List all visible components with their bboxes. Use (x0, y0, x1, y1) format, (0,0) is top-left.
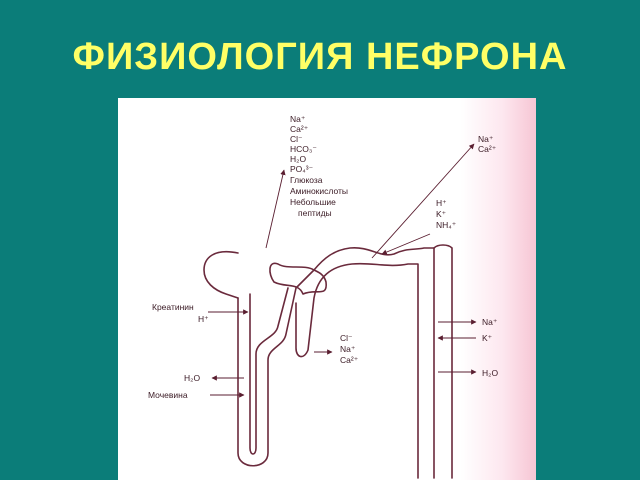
distal-reabsorption-arrow (371, 143, 475, 259)
proximal-capsule (203, 251, 239, 299)
ion-label: K⁺ (436, 209, 447, 219)
ion-label: Na⁺ (478, 134, 494, 144)
ion-label: Na⁺ (482, 317, 498, 327)
ion-label: Ca²⁺ (290, 124, 309, 134)
proximal-reabsorbed-list: Na⁺ Ca²⁺ Cl⁻ HCO₃⁻ H₂O PO₄³⁻ Глюкоза Ами… (290, 114, 348, 218)
urea-label: Мочевина (148, 390, 188, 400)
proximal-tubule-outer (269, 262, 327, 295)
ion-label: Na⁺ (340, 344, 356, 354)
loop-of-henle-outer (237, 269, 315, 467)
nephron-svg: Na⁺ Ca²⁺ Cl⁻ HCO₃⁻ H₂O PO₄³⁻ Глюкоза Ами… (148, 114, 498, 479)
ion-label: Ca²⁺ (340, 355, 359, 365)
ion-label: PO₄³⁻ (290, 164, 314, 174)
slide-title: ФИЗИОЛОГИЯ НЕФРОНА (72, 36, 568, 78)
ion-label: NH₄⁺ (436, 220, 457, 230)
ion-label: Na⁺ (290, 114, 306, 124)
distal-tubule (313, 247, 435, 479)
distal-secretion-arrow (381, 233, 431, 255)
ion-label: Cl⁻ (290, 134, 303, 144)
substance-label: Аминокислоты (290, 186, 348, 196)
substance-label: пептиды (298, 208, 332, 218)
ion-label: K⁺ (482, 333, 493, 343)
nephron-diagram: Na⁺ Ca²⁺ Cl⁻ HCO₃⁻ H₂O PO₄³⁻ Глюкоза Ами… (118, 98, 536, 480)
distal-tubule-inner (295, 262, 419, 479)
ion-label: HCO₃⁻ (290, 144, 317, 154)
ion-label: H₂O (290, 154, 306, 164)
proximal-reabsorption-arrow (265, 169, 286, 249)
water-label: H₂O (482, 368, 498, 378)
collecting-duct (433, 244, 453, 479)
loop-of-henle-inner (249, 287, 289, 455)
ion-label: H⁺ (198, 314, 209, 324)
ion-label: Cl⁻ (340, 333, 353, 343)
water-label: H₂O (184, 373, 200, 383)
substance-label: Глюкоза (290, 175, 323, 185)
ion-label: Ca²⁺ (478, 144, 497, 154)
substance-label: Креатинин (152, 302, 194, 312)
ion-label: H⁺ (436, 198, 447, 208)
substance-label: Небольшие (290, 197, 336, 207)
